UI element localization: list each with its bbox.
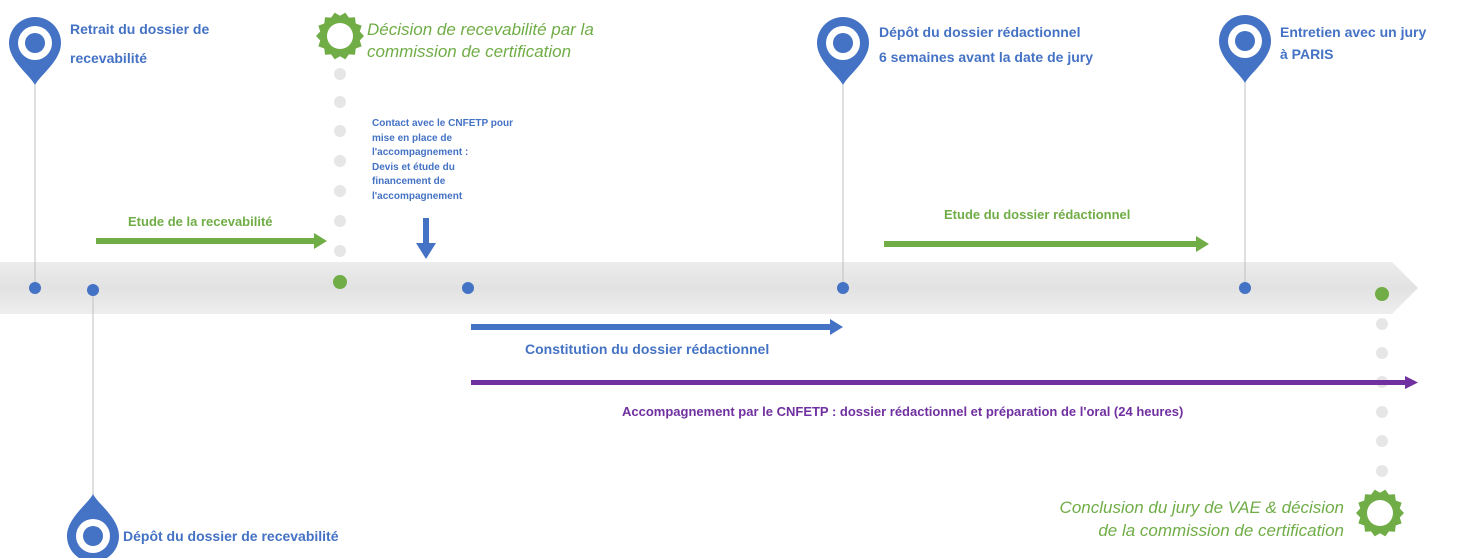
- dot-contact: [462, 282, 474, 294]
- contact-note-line-5: financement de: [372, 176, 446, 187]
- dot-retrait: [29, 282, 41, 294]
- label-depot-redactionnel-line-2: 6 semaines avant la date de jury: [879, 48, 1093, 65]
- contact-note-line-1: Contact avec le CNFETP pour: [372, 118, 513, 129]
- contact-note-line-4: Devis et étude du: [372, 161, 455, 173]
- contact-note-line-2: mise en place de: [372, 132, 453, 144]
- label-entretien-line-1: Entretien avec un jury: [1280, 24, 1427, 40]
- seal-badge-icon: [316, 12, 364, 60]
- label-conclusion: Conclusion du jury de VAE & décision de …: [1010, 497, 1344, 543]
- label-conclusion-line-2: de la commission de certification: [1098, 520, 1344, 540]
- dot-depot-redactionnel: [837, 282, 849, 294]
- arrow-accompagnement: [471, 376, 1418, 389]
- dot-entretien: [1239, 282, 1251, 294]
- dotted-column-decision: [334, 68, 346, 257]
- label-retrait: Retrait du dossier de recevabilité: [70, 20, 209, 68]
- seal-badge-icon: [1356, 489, 1404, 537]
- label-decision: Décision de recevabilité par la commissi…: [367, 19, 594, 63]
- label-decision-line-2: commission de certification: [367, 42, 572, 62]
- label-retrait-line-2: recevabilité: [70, 49, 148, 66]
- map-pin-icon: [9, 17, 61, 85]
- label-decision-line-1: Décision de recevabilité par la: [367, 20, 594, 39]
- label-entretien: Entretien avec un jury à PARIS: [1280, 21, 1426, 66]
- label-etude-recevabilite: Etude de la recevabilité: [128, 214, 273, 229]
- map-pin-icon: [67, 494, 119, 558]
- dot-depot-recevabilite: [87, 284, 99, 296]
- arrow-etude-dossier: [884, 236, 1209, 252]
- contact-note: Contact avec le CNFETP pour mise en plac…: [372, 117, 513, 204]
- contact-note-line-6: l'accompagnement: [372, 190, 463, 202]
- label-conclusion-line-1: Conclusion du jury de VAE & décision: [1059, 498, 1344, 517]
- map-pin-icon: [1219, 15, 1271, 83]
- dot-conclusion: [1375, 287, 1389, 301]
- label-depot-redactionnel-line-1: Dépôt du dossier rédactionnel: [879, 24, 1081, 40]
- label-constitution: Constitution du dossier rédactionnel: [525, 341, 770, 357]
- label-depot-recevabilite: Dépôt du dossier de recevabilité: [123, 528, 339, 544]
- label-etude-dossier: Etude du dossier rédactionnel: [944, 207, 1131, 222]
- arrow-constitution: [471, 319, 843, 335]
- timeline-band: [0, 262, 1418, 314]
- map-pin-icon: [817, 17, 869, 85]
- label-entretien-line-2: à PARIS: [1280, 46, 1334, 63]
- label-retrait-line-1: Retrait du dossier de: [70, 21, 210, 37]
- label-depot-redactionnel: Dépôt du dossier rédactionnel 6 semaines…: [879, 20, 1093, 69]
- dot-decision: [333, 275, 347, 289]
- label-accompagnement: Accompagnement par le CNFETP : dossier r…: [622, 404, 1184, 419]
- down-arrow-icon: [416, 218, 436, 259]
- contact-note-line-3: l'accompagnement :: [372, 147, 469, 158]
- dotted-column-conclusion: [1376, 318, 1388, 477]
- arrow-etude-recevabilite: [96, 233, 327, 249]
